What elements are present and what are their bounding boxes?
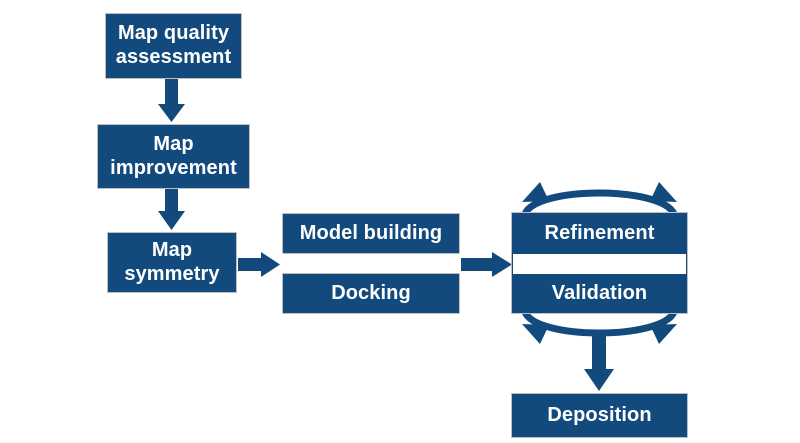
node-validation-label: Validation (551, 281, 648, 304)
node-deposition-label: Deposition (547, 403, 652, 426)
cycle-block-divider (513, 254, 686, 274)
node-docking-label: Docking (331, 281, 411, 304)
node-deposition[interactable]: Deposition (511, 393, 688, 438)
arrow-map-quality-to-map-improvement (158, 79, 185, 122)
node-map-improvement-label: Map improvement (110, 132, 237, 179)
node-docking[interactable]: Docking (282, 273, 460, 314)
node-map-symmetry[interactable]: Map symmetry (107, 232, 237, 293)
node-model-building-label: Model building (299, 221, 443, 244)
node-model-building[interactable]: Model building (282, 213, 460, 254)
node-refinement-label: Refinement (544, 221, 655, 244)
node-refinement[interactable]: Refinement (512, 213, 687, 254)
node-refinement-validation-block: Refinement Validation (511, 212, 688, 314)
node-map-quality-assessment[interactable]: Map quality assessment (105, 13, 242, 79)
node-map-symmetry-label: Map symmetry (124, 238, 220, 285)
node-map-quality-assessment-label: Map quality assessment (115, 22, 232, 68)
node-map-improvement[interactable]: Map improvement (97, 124, 250, 189)
arrow-model-building-to-refinement (461, 252, 512, 277)
node-validation[interactable]: Validation (512, 274, 687, 313)
arc-refinement-validation-cycle-top (521, 182, 678, 217)
arrow-map-symmetry-to-model-building (238, 252, 280, 277)
arc-refinement-validation-cycle-bottom (521, 309, 678, 344)
arrow-validation-to-deposition (584, 330, 614, 391)
arrow-map-improvement-to-map-symmetry (158, 189, 185, 230)
